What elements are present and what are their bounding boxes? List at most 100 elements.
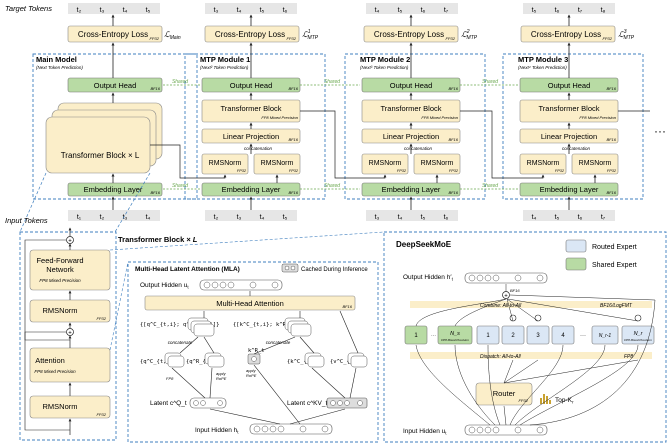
zoom-line xyxy=(109,261,129,351)
norm-prec: FP32 xyxy=(96,412,106,417)
main-model-title: Main Model xyxy=(36,55,77,64)
token: t₅ xyxy=(421,214,426,221)
mla-frame xyxy=(127,261,379,443)
token: t₄ xyxy=(123,7,128,14)
token: t₅ xyxy=(260,7,265,14)
topk-chart-icon xyxy=(540,394,551,404)
mtp3-norm-label: RMSNorm xyxy=(579,160,612,167)
residual-add-glyph: + xyxy=(68,239,72,245)
norm-prec: FP32 xyxy=(96,316,106,321)
main-output-head xyxy=(67,77,163,93)
ffn-label: Feed-Forward xyxy=(36,256,83,265)
block-detail-title: Transformer Block ×L xyxy=(118,235,198,244)
main-loss-label: Cross-Entropy Loss xyxy=(78,30,148,39)
token: t₇ xyxy=(444,7,449,14)
mtp1-output-head-label: Output Head xyxy=(230,81,273,90)
mtp1-output-prec: BF16 xyxy=(288,86,298,91)
mha-label: Multi-Head Attention xyxy=(216,299,284,308)
ellipsis: ··· xyxy=(654,124,666,138)
mtp2-loss-prec: FP32 xyxy=(445,36,455,41)
qc-label: {q^C_{t,i}} xyxy=(140,359,176,365)
block-detail-frame xyxy=(19,231,117,441)
main-model-subtitle: (Next Token Prediction) xyxy=(36,65,83,70)
mtp1-to-mtp2-connector xyxy=(300,110,387,179)
moe-sum-icon xyxy=(502,291,510,299)
moe-output-label: Output Hidden h′t xyxy=(403,274,454,282)
q-stack xyxy=(187,317,215,337)
token: t₅ xyxy=(283,214,288,221)
mtp2-proj-label: Linear Projection xyxy=(383,132,439,141)
mtp1-input-tokens: t₂ t₃ t₄ t₅ xyxy=(205,210,297,221)
token: t₄ xyxy=(146,214,151,221)
mtp3-norm-prec: FP32 xyxy=(607,169,617,173)
zoom-line xyxy=(19,172,47,233)
token: t₆ xyxy=(555,7,560,14)
mla-flow-lines xyxy=(171,291,359,425)
combine-bar xyxy=(410,301,652,308)
kc-stack xyxy=(304,352,325,368)
mtp3-subtitle: (Next⁴ Token Prediction) xyxy=(518,65,567,70)
token: t₇ xyxy=(578,7,583,14)
token: t₆ xyxy=(283,7,288,14)
mtp2-title: MTP Module 2 xyxy=(360,55,410,64)
mtp1-loss-label: Cross-Entropy Loss xyxy=(215,30,285,39)
latent-kv-cells xyxy=(330,400,363,406)
main-model: t₂ t₃ t₄ t₅ Cross-Entropy Loss FP32 ℒMai… xyxy=(32,3,198,221)
mla-input-label: Input Hidden ht xyxy=(195,427,239,435)
moe-output-cells xyxy=(468,274,544,282)
moe-output-vector xyxy=(464,272,548,284)
mtp3-embedding-prec: BF16 xyxy=(606,190,616,195)
mha-prec: BF16 xyxy=(342,304,352,309)
token: t₄ xyxy=(532,214,537,221)
mtp3-loss-box xyxy=(520,25,616,43)
main-output-prec: BF16 xyxy=(150,86,160,91)
routed-expert-label: N_r-1 xyxy=(599,333,612,339)
mtp2-subtitle: (Next³ Token Prediction) xyxy=(360,65,409,70)
token: t₄ xyxy=(398,214,403,221)
residual-path xyxy=(24,331,70,431)
mla-title: Multi-Head Latent Attention (MLA) xyxy=(135,266,240,273)
routed-expert xyxy=(526,325,550,345)
mtp3-proj-label: Linear Projection xyxy=(541,132,597,141)
attn-box xyxy=(29,347,111,383)
residual-add-glyph: + xyxy=(68,331,72,337)
kr-apply-label: apply xyxy=(246,368,257,373)
shared-expert-label: 1 xyxy=(414,333,418,339)
routed-expert-prec: FP8 Mixed Precision xyxy=(624,338,652,342)
attn-label: Attention xyxy=(35,356,65,365)
token: t₃ xyxy=(375,214,380,221)
mtp3-output-prec: BF16 xyxy=(606,86,616,91)
mtp1-loss-box xyxy=(204,25,300,43)
k-concatenate-label: concatenate xyxy=(266,340,291,345)
mtp2-embedding-label: Embedding Layer xyxy=(382,185,441,194)
mtp1-subtitle: (Next² Token Prediction) xyxy=(200,65,249,70)
token: t₈ xyxy=(601,7,606,14)
mtp1-embedding-prec: BF16 xyxy=(288,190,298,195)
main-loss-symbol: ℒMain xyxy=(164,30,181,41)
token: t₅ xyxy=(532,7,537,14)
token: t₅ xyxy=(398,7,403,14)
mtp2-output-head-label: Output Head xyxy=(390,81,433,90)
routed-expert xyxy=(501,325,525,345)
routed-expert xyxy=(476,325,500,345)
k-stack xyxy=(284,317,312,337)
zoom-line xyxy=(109,231,385,251)
main-input-tokens: t₁ t₂ t₃ t₄ xyxy=(68,210,160,221)
mtp3-output-head-label: Output Head xyxy=(548,81,591,90)
attn-prec: FP8 Mixed Precision xyxy=(34,369,76,374)
routed-legend-swatch xyxy=(565,239,587,253)
routed-expert xyxy=(591,325,619,345)
main-block-stack-1 xyxy=(45,116,151,174)
mtp1-norm-prec: FP32 xyxy=(237,169,247,173)
token: t₅ xyxy=(146,7,151,14)
mtp3-title: MTP Module 3 xyxy=(518,55,568,64)
shared-label: Shared xyxy=(324,79,340,85)
qc-fp8-label: FP8 xyxy=(166,376,174,381)
qr-rope-label: RoPE xyxy=(216,376,227,381)
shared-legend-label: Shared Expert xyxy=(592,262,637,269)
mla-panel: Multi-Head Latent Attention (MLA) Cached… xyxy=(109,261,379,443)
token: t₄ xyxy=(375,7,380,14)
